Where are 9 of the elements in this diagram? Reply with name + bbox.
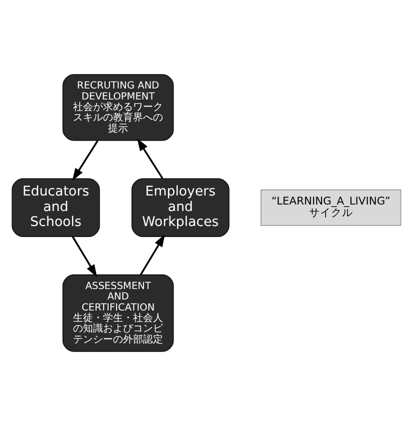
arrow [72,140,98,181]
node-box: ASSESSMENT AND CERTIFICATION 生徒・学生・社会人の知識およびコンピテンシーの外部認定 [62,274,174,352]
arrow [140,234,165,276]
arrow [72,236,98,278]
node-box: RECRUTING AND DEVELOPMENT 社会が求めるワークスキルの教育界への提示 [62,74,174,141]
node-box: “LEARNING_A_LIVING” サイクル [260,189,402,226]
arrow [137,138,164,179]
node-box: Educators and Schools [12,178,100,238]
node-box: Employers and Workplaces [132,178,230,238]
